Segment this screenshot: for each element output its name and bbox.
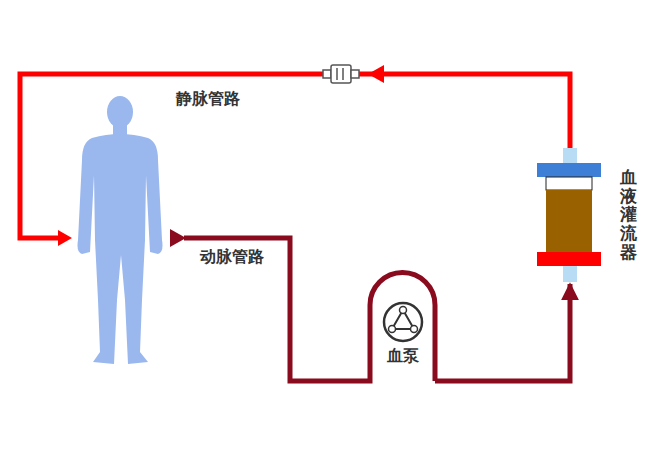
- part-label: 血泵: [368, 346, 438, 367]
- line-label: 动脉管路: [198, 247, 266, 268]
- part-label: 血液灌流器: [620, 168, 637, 261]
- arrow-head: [368, 65, 384, 83]
- cartridge-symbol: [536, 148, 606, 282]
- line-connector: [323, 65, 359, 83]
- arrow-head: [170, 229, 186, 247]
- line-label: 静脉管路: [174, 89, 242, 110]
- venous-line: [20, 74, 570, 238]
- blood-pump: 血泵: [368, 276, 438, 384]
- human-figure: [78, 96, 163, 364]
- arrow-head: [58, 230, 72, 246]
- pump-symbol: [368, 276, 438, 384]
- blood-line: [435, 284, 570, 381]
- hemoperfusion-cartridge: 血液灌流器: [536, 148, 648, 282]
